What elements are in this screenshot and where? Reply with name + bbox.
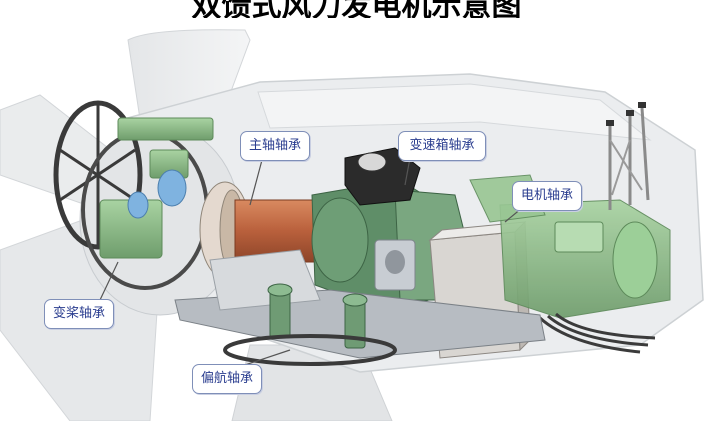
pitch-motor-blue: [157, 169, 187, 207]
power-cables: [538, 316, 641, 354]
label-pitch-bearing: 变桨轴承: [44, 299, 114, 329]
yaw-drive-2: [342, 293, 368, 349]
yaw-bearing-ring: [223, 334, 397, 366]
yaw-drive-1: [267, 283, 293, 339]
anemometer-mast: [606, 102, 650, 210]
nacelle-roof-panel: [257, 83, 652, 141]
turbine-drawing: [0, 29, 704, 421]
label-main-shaft-bearing: 主轴轴承: [240, 131, 310, 161]
label-yaw-bearing: 偏航轴承: [192, 364, 262, 394]
diagram-title: 双馈式风力发电机示意图: [191, 0, 522, 18]
leader-lines: [99, 157, 523, 366]
label-gearbox-bearing: 变速箱轴承: [398, 131, 486, 161]
hub-ring-outer: [53, 100, 143, 250]
label-generator-bearing: 电机轴承: [512, 181, 582, 211]
wind-turbine-illustration: [0, 18, 713, 421]
